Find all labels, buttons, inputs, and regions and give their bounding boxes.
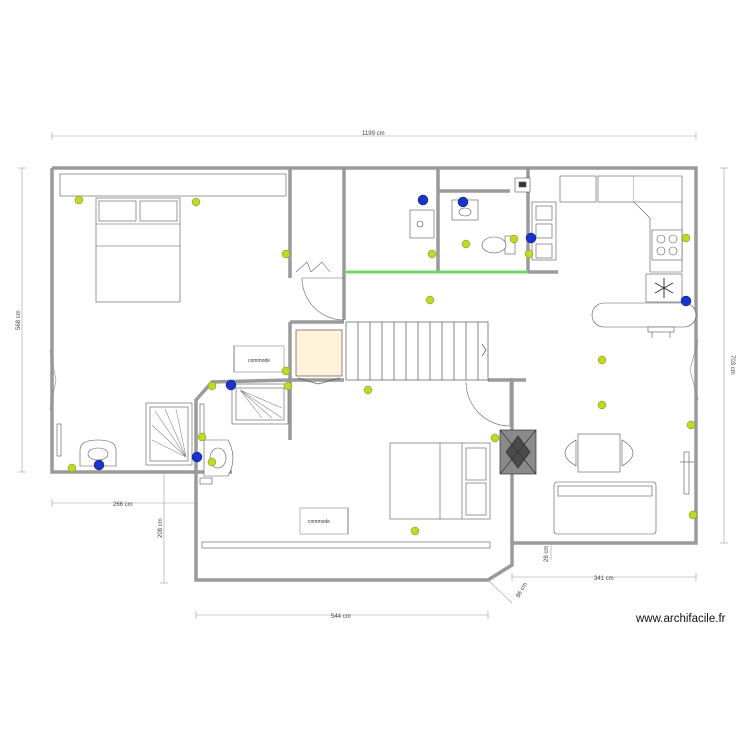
dim-step-label: 28 cm <box>544 546 550 562</box>
light-point <box>191 197 201 207</box>
outlet-point <box>680 295 692 307</box>
stair-landing-edge <box>297 377 341 385</box>
dim-bottom-left-label: 266 cm <box>113 502 133 508</box>
light-point <box>207 457 217 467</box>
wardrobe-shelf <box>59 173 287 197</box>
dim-lower-left-height-label: 208 cm <box>158 518 164 538</box>
bedroom-2 <box>201 442 491 549</box>
pillow <box>139 200 178 222</box>
light-point <box>597 355 607 365</box>
bedroom-1 <box>59 173 287 373</box>
outlet-points <box>93 194 692 471</box>
light-point <box>427 249 437 259</box>
dimension-lines <box>18 132 728 619</box>
snowflake-icon <box>654 278 674 298</box>
light-point <box>425 295 435 305</box>
outlet-point <box>457 196 469 208</box>
light-points <box>67 195 698 536</box>
outlet-point <box>417 194 429 206</box>
outlet-point <box>93 459 105 471</box>
dim-top-label: 1199 cm <box>362 131 385 137</box>
light-point <box>509 234 519 244</box>
chair-right <box>621 439 634 467</box>
bathroom-left <box>56 402 193 467</box>
light-point <box>461 239 471 249</box>
dim-left-label: 568 cm <box>16 310 22 330</box>
light-point <box>283 381 293 391</box>
light-point <box>490 433 500 443</box>
toilet-bowl <box>481 236 507 254</box>
sink-wc <box>409 209 435 239</box>
commode-label-lower: commode <box>308 519 330 525</box>
chair-left <box>564 439 577 467</box>
dim-right-label: 703 cm <box>729 355 735 375</box>
bathroom-middle <box>199 383 289 485</box>
dining-table <box>577 433 621 473</box>
radiator <box>683 451 690 495</box>
light-point <box>410 526 420 536</box>
wc-room <box>409 177 531 255</box>
light-point <box>197 432 207 442</box>
pillow <box>98 200 137 222</box>
wardrobe-bottom <box>201 541 491 549</box>
cooktop <box>651 229 683 261</box>
window-right <box>689 339 699 401</box>
light-point <box>597 400 607 410</box>
light-point <box>524 249 534 259</box>
watermark: www.archifacile.fr <box>636 613 726 625</box>
outlet-point <box>525 232 537 244</box>
outlet-point <box>191 451 203 463</box>
light-point <box>688 510 698 520</box>
light-point <box>281 366 291 376</box>
window-left <box>49 349 57 411</box>
living-area <box>553 433 694 535</box>
pillow <box>465 447 487 481</box>
fireplace <box>499 429 537 475</box>
dim-bottom-right-label: 341 cm <box>594 576 614 582</box>
light-point <box>74 195 84 205</box>
stair-landing <box>295 329 343 377</box>
light-point <box>686 420 696 430</box>
light-point <box>681 233 691 243</box>
outlet-point <box>225 379 237 391</box>
staircase <box>345 321 489 381</box>
pillow <box>465 482 487 516</box>
towel-rail <box>56 423 62 457</box>
light-point <box>363 385 373 395</box>
dim-diagonal-label: 86 cm <box>516 582 529 599</box>
bar-stools <box>647 326 675 333</box>
light-point <box>281 249 291 259</box>
kitchen <box>531 175 697 338</box>
light-point <box>207 381 217 391</box>
kitchen-bar <box>591 302 697 328</box>
bedroom-2-door <box>465 381 511 427</box>
dim-bottom-middle-label: 544 cm <box>331 614 351 620</box>
closet-doors <box>295 261 345 321</box>
counter-top <box>559 175 597 203</box>
light-point <box>67 463 77 473</box>
commode-label-upper: commode <box>248 358 270 364</box>
